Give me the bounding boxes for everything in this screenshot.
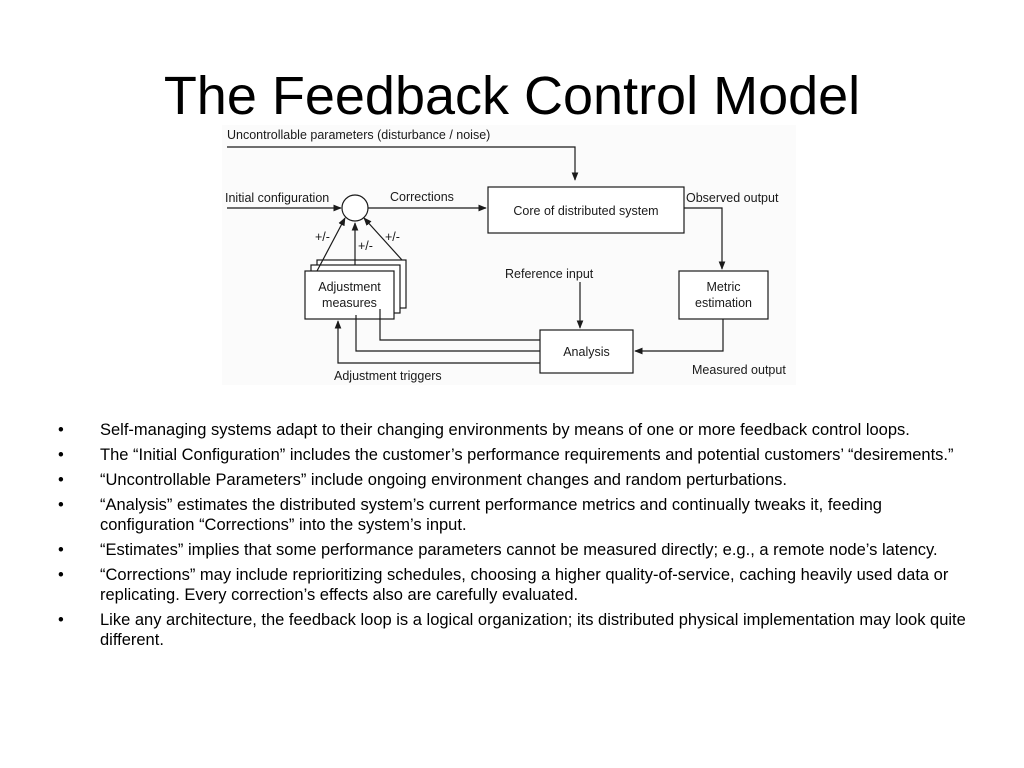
adjustment-triggers-label: Adjustment triggers (334, 369, 442, 383)
plus-minus-center: +/- (358, 239, 373, 253)
adjustment-measures-box (304, 270, 395, 320)
plus-minus-left: +/- (315, 230, 330, 244)
core-label: Core of distributed system (513, 204, 658, 218)
slide-title: The Feedback Control Model (163, 66, 861, 126)
measured-output-label: Measured output (692, 363, 786, 377)
bullet-dot: • (58, 496, 64, 514)
adjustment-triggers-lines (334, 309, 540, 364)
bullet-item: • “Uncontrollable Parameters” include ong… (58, 470, 978, 490)
summing-junction (341, 194, 369, 222)
bullet-text: Like any architecture, the feedback loop… (100, 611, 966, 649)
analysis-label: Analysis (563, 345, 610, 359)
bullet-item: • “Analysis” estimates the distributed sy… (58, 495, 978, 535)
bullet-text: Self-managing systems adapt to their cha… (100, 421, 910, 439)
bullet-dot: • (58, 446, 64, 464)
bullet-text: “Estimates” implies that some performanc… (100, 541, 938, 559)
bullet-text: The “Initial Configuration” includes the… (100, 446, 954, 464)
analysis-box (539, 329, 634, 374)
observed-output-arrow (684, 207, 726, 270)
bullet-dot: • (58, 541, 64, 559)
bullet-item: • The “Initial Configuration” includes th… (58, 445, 978, 465)
bullet-item: • “Corrections” may include reprioritizin… (58, 565, 978, 605)
adjustment-label-line2: measures (322, 296, 377, 310)
bullet-list: • Self-managing systems adapt to their ch… (58, 420, 978, 655)
initial-configuration-label: Initial configuration (225, 191, 329, 205)
bullet-item: • “Estimates” implies that some performan… (58, 540, 978, 560)
reference-input-label: Reference input (505, 267, 594, 281)
bullet-dot: • (58, 471, 64, 489)
measured-output-arrow (634, 319, 724, 355)
bullet-text: “Corrections” may include reprioritizing… (100, 566, 949, 604)
observed-output-label: Observed output (686, 191, 779, 205)
uncontrollable-arrow (227, 146, 579, 181)
metric-label-line2: estimation (695, 296, 752, 310)
corrections-label: Corrections (390, 190, 454, 204)
bullet-text: “Uncontrollable Parameters” include ongo… (100, 471, 787, 489)
uncontrollable-label: Uncontrollable parameters (disturbance /… (227, 128, 490, 142)
plus-minus-right: +/- (385, 230, 400, 244)
feedback-control-diagram: Uncontrollable parameters (disturbance /… (222, 125, 796, 385)
core-box (487, 186, 685, 234)
metric-estimation-box (678, 270, 769, 320)
bullet-dot: • (58, 421, 64, 439)
bullet-text: “Analysis” estimates the distributed sys… (100, 496, 882, 534)
adjustment-to-junction-arrows (316, 217, 403, 272)
adjustment-label-line1: Adjustment (318, 280, 381, 294)
bullet-item: • Self-managing systems adapt to their ch… (58, 420, 978, 440)
bullet-item: • Like any architecture, the feedback loo… (58, 610, 978, 650)
metric-label-line1: Metric (706, 280, 740, 294)
bullet-dot: • (58, 611, 64, 629)
bullet-dot: • (58, 566, 64, 584)
